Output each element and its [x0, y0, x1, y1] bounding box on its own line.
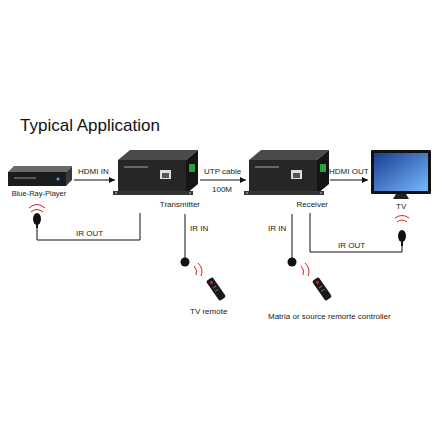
- device-label: TV remote: [190, 307, 227, 317]
- signal-label: HDMI IN: [78, 167, 109, 177]
- tv-monitor: [393, 194, 409, 199]
- ir-emitter: [401, 241, 403, 246]
- signal-label: HDMI OUT: [329, 167, 369, 177]
- transmitter-device: [162, 173, 169, 178]
- remote-control: [215, 289, 219, 292]
- transmitter-device: [189, 164, 195, 172]
- transmitter-device: [118, 150, 198, 160]
- device-label: Transmitter: [160, 200, 200, 210]
- cable-connector: [310, 213, 402, 252]
- receiver-device: [293, 173, 300, 178]
- tv-monitor: [371, 150, 431, 199]
- ir-emitter: [398, 230, 406, 242]
- transmitter-device: [186, 150, 198, 194]
- receiver-device: [291, 170, 302, 179]
- remote-control: [321, 289, 325, 292]
- signal-label: UTP cable: [204, 167, 241, 177]
- signal-label: IR OUT: [338, 241, 365, 251]
- transmitter-device: [189, 192, 191, 194]
- remote-control: [206, 277, 226, 301]
- ir-signal: [301, 266, 304, 275]
- device-node: TV: [368, 146, 434, 246]
- remote-control: [209, 280, 213, 284]
- signal-label: IR IN: [268, 224, 286, 234]
- ir-emitter: [395, 216, 409, 247]
- receiver-device: [244, 150, 329, 195]
- ir-in-cable: [181, 214, 297, 267]
- receiver-device: [249, 160, 317, 194]
- ir-emitter: [36, 224, 38, 228]
- device-label: Blue-Ray-Player: [4, 189, 74, 198]
- blu-ray-player: [57, 178, 60, 181]
- transmitter-device: [118, 160, 186, 194]
- ir-in-cable: [185, 214, 186, 258]
- signal-label: 100M: [212, 185, 232, 195]
- ir-in-cable: [292, 214, 293, 258]
- receiver-device: [246, 192, 248, 194]
- cable-connector: [74, 180, 115, 181]
- ir-emitter: [31, 210, 43, 213]
- signal-label: IR IN: [190, 224, 208, 234]
- device-node: Transmitter: [115, 140, 200, 212]
- ir-in-cable: [288, 258, 297, 267]
- receiver-device: [317, 150, 329, 194]
- device-node: TV remote: [186, 274, 242, 318]
- ir-emitter: [397, 220, 407, 222]
- remote-control: [312, 277, 332, 301]
- remote-control: [315, 280, 319, 284]
- ir-in-cable: [181, 258, 190, 267]
- cable-connector: [200, 180, 246, 181]
- ir-emitter: [29, 205, 45, 229]
- ir-signal: [194, 266, 197, 275]
- cable-connector: [330, 180, 368, 181]
- transmitter-device: [113, 150, 198, 195]
- blu-ray-player: [8, 172, 66, 186]
- remote-control: [319, 285, 323, 288]
- transmitter-device: [115, 192, 117, 194]
- blu-ray-player: [14, 177, 36, 179]
- device-node: Matria or source remorte controller: [266, 276, 416, 324]
- ir-signal: [198, 263, 202, 276]
- transmitter-device: [160, 170, 171, 179]
- ir-emitter: [33, 213, 41, 225]
- ir-emitter: [395, 216, 409, 219]
- transmitter-device: [124, 166, 148, 168]
- transmitter-device: [113, 191, 193, 195]
- tv-monitor: [374, 153, 428, 191]
- ir-emitter: [29, 205, 45, 209]
- device-label: Matria or source remorte controller: [268, 312, 391, 322]
- ir-signal: [194, 263, 309, 276]
- ir-signal: [305, 263, 309, 276]
- blu-ray-player: [8, 166, 72, 172]
- signal-label: IR OUT: [76, 229, 103, 239]
- device-label: Receiver: [296, 200, 328, 210]
- blu-ray-player: [8, 166, 72, 186]
- remote-control: [206, 277, 226, 301]
- tv-monitor: [371, 150, 431, 194]
- receiver-device: [255, 166, 279, 168]
- receiver-device: [244, 191, 324, 195]
- diagram-title: Typical Application: [20, 116, 160, 136]
- cable-connector: [37, 213, 140, 240]
- receiver-device: [249, 150, 329, 160]
- remote-control: [312, 277, 332, 301]
- device-label: TV: [396, 202, 406, 212]
- device-node: Blue-Ray-Player: [4, 160, 74, 228]
- remote-control: [213, 285, 217, 288]
- receiver-device: [320, 164, 326, 172]
- receiver-device: [320, 192, 322, 194]
- device-node: Receiver: [246, 140, 330, 212]
- blu-ray-player: [66, 166, 72, 186]
